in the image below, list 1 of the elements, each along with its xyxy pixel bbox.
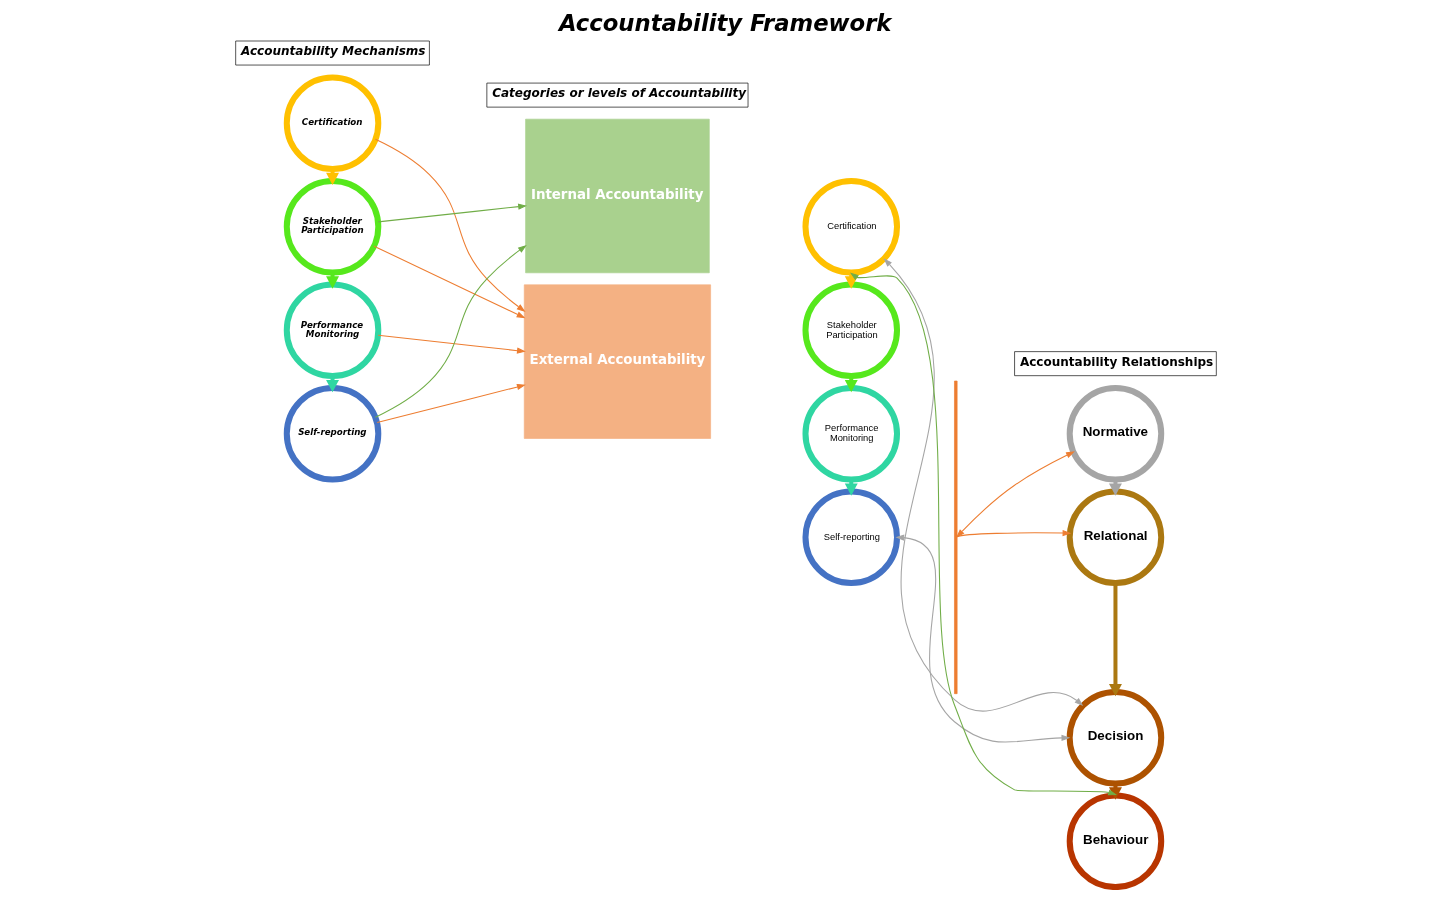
diagram-title: Accountability Framework bbox=[558, 10, 892, 37]
